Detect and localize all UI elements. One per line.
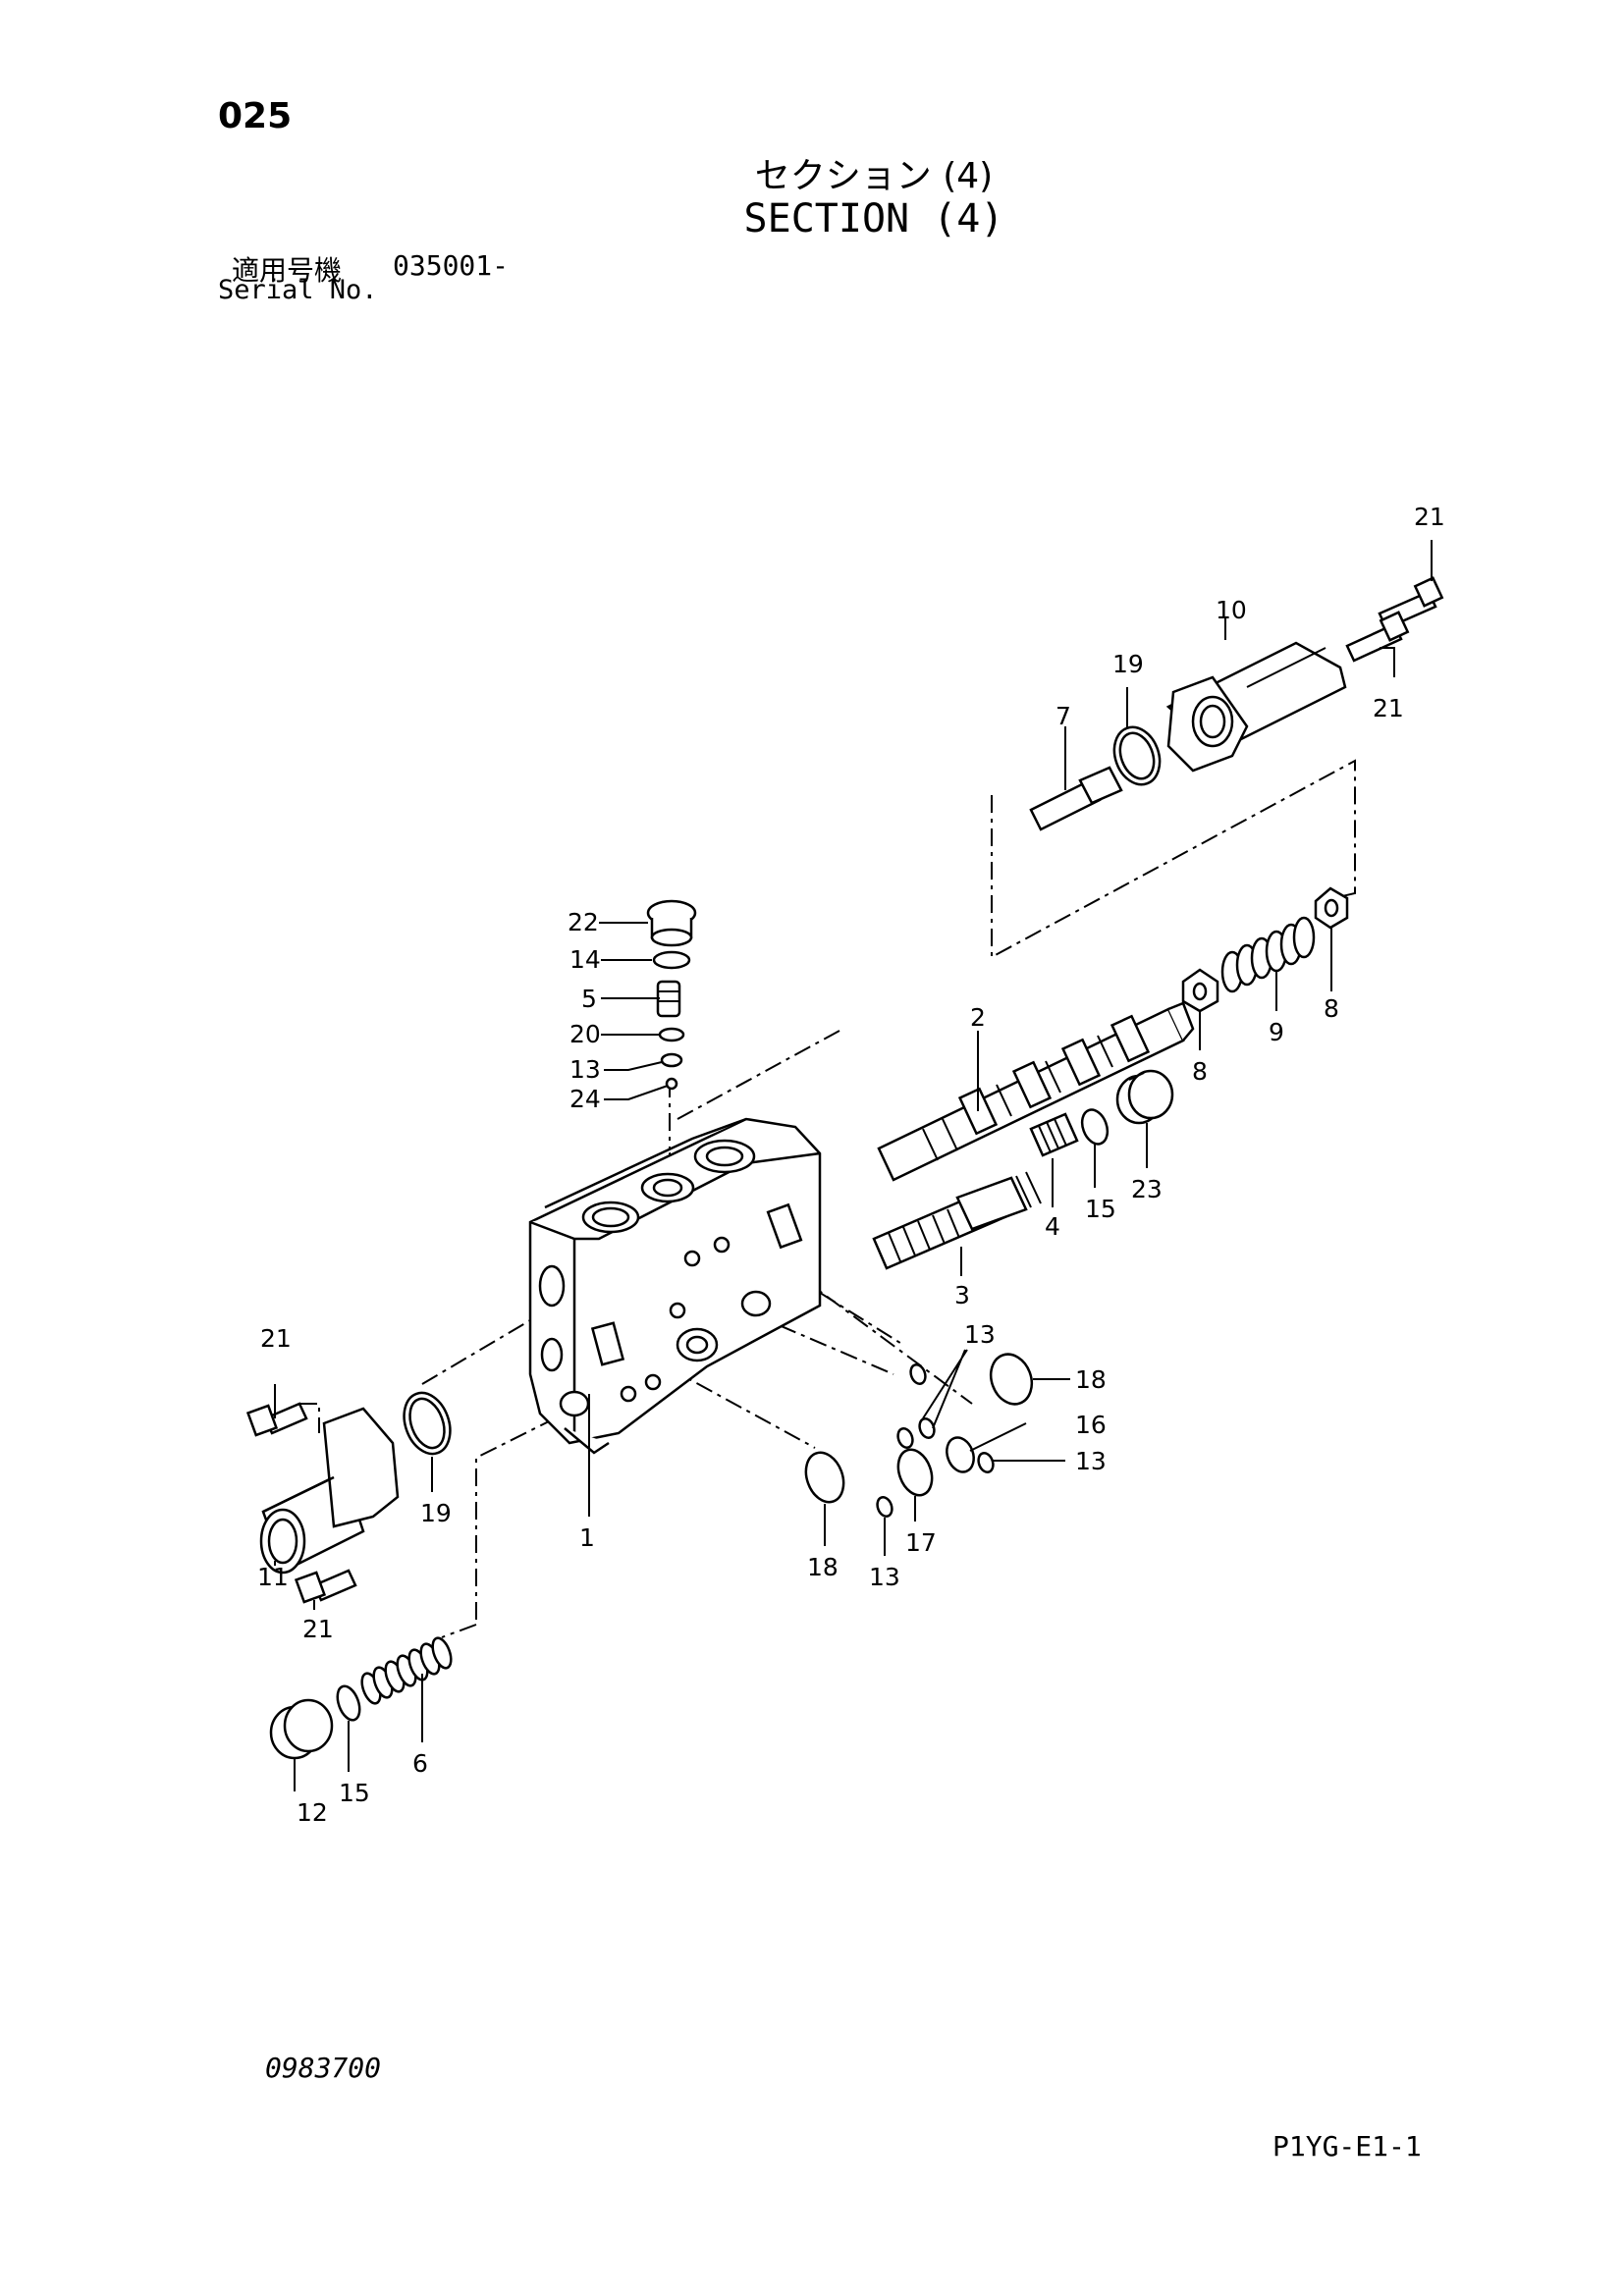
callout-16: 16 — [1075, 1411, 1107, 1439]
part-18-o-ring-right — [989, 1353, 1034, 1406]
part-13-o-ring-small-4 — [977, 1452, 995, 1473]
part-1-valve-body — [528, 1117, 822, 1455]
callout-20: 20 — [569, 1020, 601, 1048]
part-10-cap — [1165, 641, 1347, 773]
part-21-bolt-top-2 — [1345, 611, 1410, 663]
part-21-bolt-left-1 — [245, 1402, 308, 1437]
callout-22: 22 — [568, 908, 599, 936]
callout-21-left-top: 21 — [260, 1324, 292, 1353]
part-12-plug — [269, 1698, 334, 1760]
callout-10: 10 — [1216, 596, 1247, 624]
callout-13-right: 13 — [1075, 1447, 1107, 1475]
callout-21-left-bottom: 21 — [302, 1615, 334, 1643]
part-6-spring — [360, 1636, 453, 1705]
part-2-main-spool — [877, 1001, 1195, 1182]
part-14-o-ring — [652, 950, 691, 970]
part-13-o-ring-small-2 — [896, 1427, 914, 1449]
callout-8-left: 8 — [1192, 1057, 1208, 1086]
part-11-cap — [259, 1407, 400, 1575]
part-4-spring — [1029, 1112, 1079, 1157]
section-title-japanese: セクション (4) — [754, 156, 994, 196]
serial-number-value: 035001- — [393, 249, 510, 282]
leader-lines — [274, 540, 1433, 1791]
part-16-o-ring — [946, 1436, 975, 1473]
callout-23: 23 — [1131, 1175, 1163, 1203]
part-7-rod — [1029, 766, 1123, 831]
part-23-plug — [1115, 1069, 1174, 1125]
callout-9: 9 — [1269, 1018, 1284, 1046]
callout-13-right-top: 13 — [964, 1320, 996, 1349]
part-3-load-check-spool — [872, 1171, 1042, 1270]
document-code: P1YG-E1-1 — [1272, 2130, 1422, 2163]
callout-18-lower: 18 — [807, 1553, 839, 1581]
part-24-ball — [665, 1077, 678, 1091]
serial-label-japanese: 適用号機 — [232, 254, 343, 287]
callout-24: 24 — [569, 1085, 601, 1113]
part-8-washer-right — [1314, 886, 1349, 930]
part-15-o-ring-lower — [336, 1684, 361, 1722]
callout-11: 11 — [257, 1563, 289, 1591]
section-title-english: SECTION (4) — [743, 196, 1004, 241]
part-9-spring — [1220, 916, 1316, 993]
callout-18-right: 18 — [1075, 1365, 1107, 1394]
callout-13-lower: 13 — [869, 1563, 900, 1591]
callout-8-right: 8 — [1324, 994, 1339, 1023]
part-8-washer-left — [1181, 968, 1219, 1013]
part-19-o-ring-upper — [1112, 725, 1162, 786]
part-20-ring — [658, 1027, 685, 1042]
part-13-o-ring-small-5 — [876, 1496, 893, 1518]
callout-labels: 21 10 21 19 7 22 14 5 20 13 24 2 8 9 8 1… — [257, 503, 1445, 1827]
callout-6: 6 — [412, 1749, 428, 1778]
part-19-o-ring-left — [403, 1391, 452, 1456]
callout-15-lower: 15 — [339, 1779, 370, 1807]
callout-3: 3 — [954, 1281, 970, 1309]
page-number: 025 — [218, 96, 293, 136]
callout-5: 5 — [581, 985, 597, 1013]
callout-2: 2 — [970, 1003, 986, 1032]
drawing-number: 0983700 — [265, 2052, 382, 2084]
part-13-o-ring-upper — [660, 1052, 683, 1068]
assembly-centerlines — [299, 759, 1356, 1638]
callout-1: 1 — [579, 1523, 595, 1552]
callout-21-top-right: 21 — [1414, 503, 1445, 531]
callout-15-right: 15 — [1085, 1195, 1116, 1223]
callout-7: 7 — [1056, 702, 1071, 730]
part-17-o-ring — [896, 1448, 934, 1497]
callout-21-right: 21 — [1373, 694, 1404, 722]
part-13-o-ring-small-1 — [909, 1363, 927, 1385]
callout-17: 17 — [905, 1528, 937, 1557]
part-18-o-ring-lower — [804, 1451, 845, 1504]
callout-13-upper: 13 — [569, 1055, 601, 1084]
part-15-o-ring-right — [1080, 1108, 1110, 1146]
callout-19-left: 19 — [420, 1499, 452, 1527]
part-5-poppet — [656, 980, 681, 1018]
callout-4: 4 — [1045, 1212, 1060, 1241]
callout-12: 12 — [297, 1798, 328, 1827]
callout-19-upper: 19 — [1112, 650, 1144, 678]
part-21-bolt-left-2 — [294, 1569, 357, 1604]
serial-label-english: Serial No. — [218, 275, 378, 305]
part-22-plug — [646, 899, 697, 947]
callout-14: 14 — [569, 945, 601, 974]
